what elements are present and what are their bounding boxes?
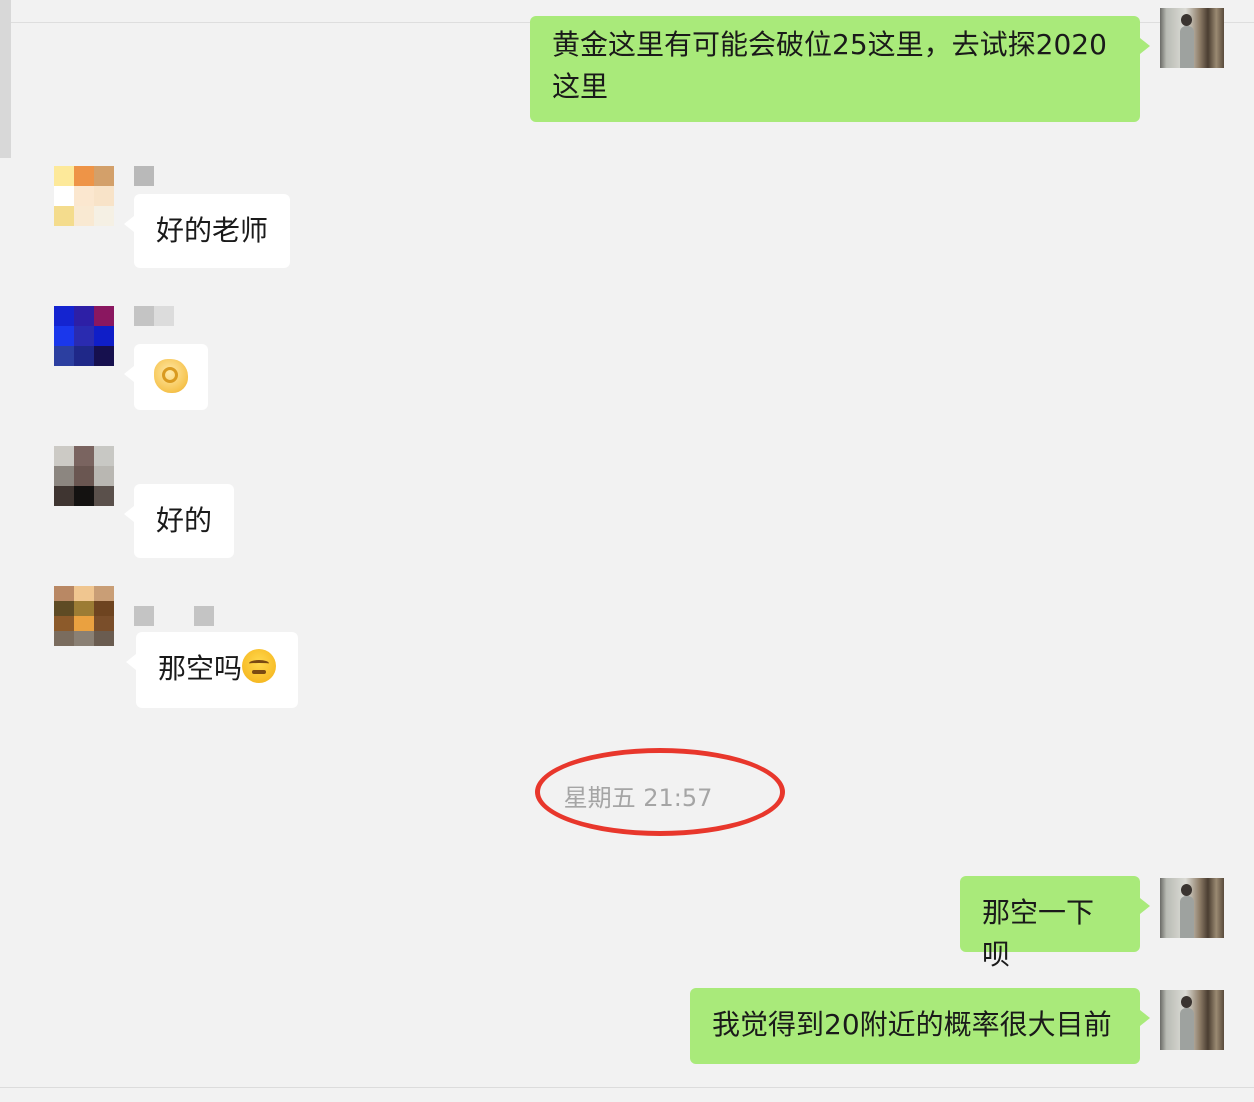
self-avatar[interactable]: [1160, 878, 1224, 938]
message-text: 好的: [156, 504, 213, 537]
self-avatar[interactable]: [1160, 990, 1224, 1050]
message-bubble-other[interactable]: [124, 344, 208, 410]
avatar[interactable]: [54, 446, 114, 506]
avatar[interactable]: [54, 306, 114, 366]
scrollbar-thumb[interactable]: [0, 0, 11, 158]
message-bubble-other[interactable]: 好的老师: [123, 194, 291, 268]
sender-name: [134, 166, 154, 186]
self-avatar[interactable]: [1160, 8, 1224, 68]
chat-bottom-border: [0, 1087, 1254, 1088]
message-text: 那空一下呗: [982, 896, 1095, 971]
sender-name: [134, 606, 214, 626]
message-text: 我觉得到20附近的概率很大目前: [712, 1008, 1112, 1041]
avatar[interactable]: [54, 586, 114, 646]
ok-hand-icon: [154, 359, 188, 393]
message-text: 好的老师: [156, 214, 269, 247]
message-bubble-self[interactable]: 我觉得到20附近的概率很大目前: [690, 988, 1150, 1064]
message-bubble-self[interactable]: 那空一下呗: [960, 876, 1150, 971]
message-bubble-other[interactable]: 好的: [123, 484, 235, 558]
message-text: 那空吗: [158, 652, 243, 685]
message-bubble-other[interactable]: 那空吗: [125, 632, 299, 708]
persevering-face-icon: [242, 649, 277, 683]
avatar[interactable]: [54, 166, 114, 226]
message-bubble-self[interactable]: 黄金这里有可能会破位25这里，去试探2020这里: [530, 16, 1150, 122]
sender-name: [134, 306, 174, 326]
message-text: 黄金这里有可能会破位25这里，去试探2020这里: [552, 28, 1107, 103]
highlight-ring-annotation: [535, 748, 785, 836]
